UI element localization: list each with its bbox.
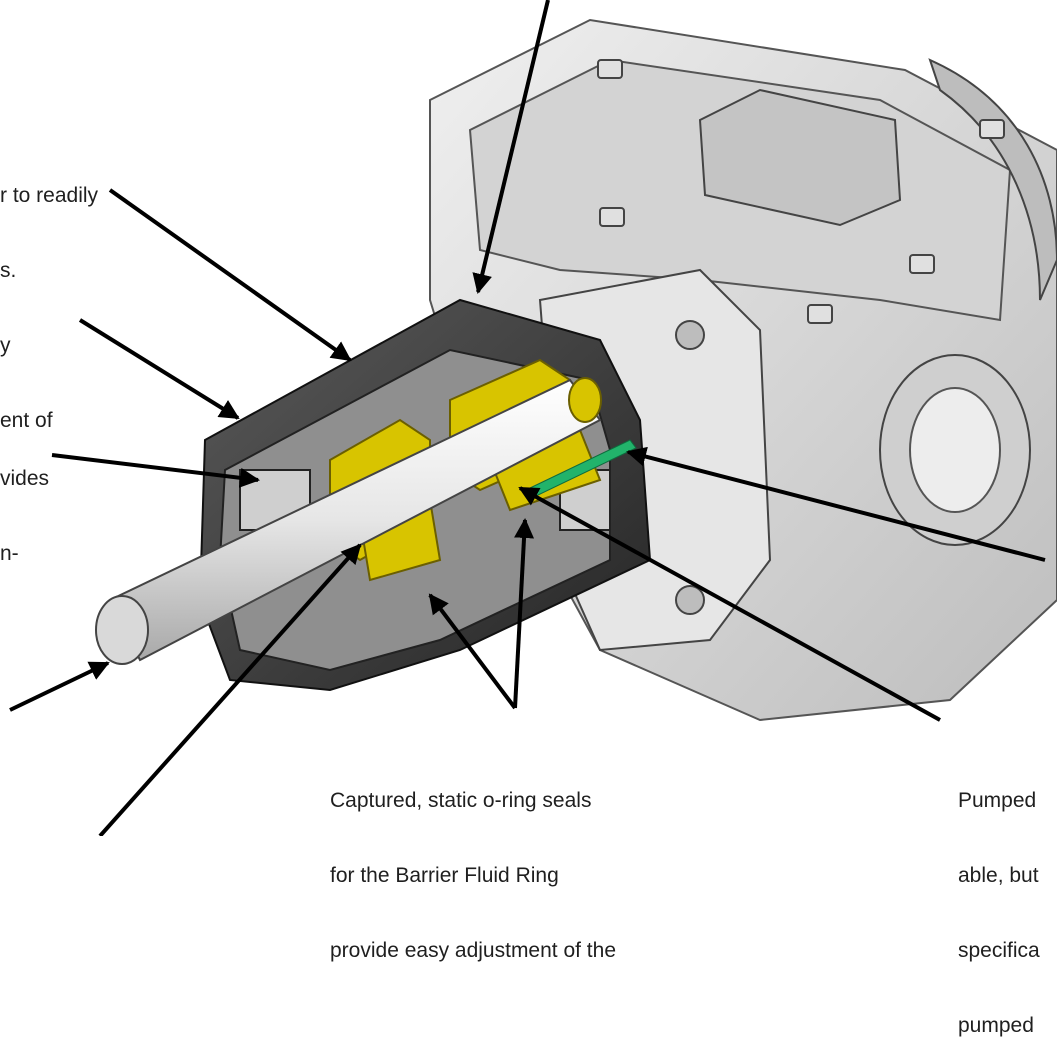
caption-line: r to readily [0, 184, 99, 207]
caption-line: provide easy adjustment of the [330, 939, 617, 962]
caption-line: pumped [958, 1014, 1034, 1037]
caption-top-left-2: y ent of [0, 283, 53, 458]
leader-arrows [9, 0, 1046, 836]
caption-line: n- [0, 542, 19, 565]
caption-line: y [0, 334, 11, 357]
caption-line: Pumped [958, 789, 1037, 812]
caption-top-left-1: r to readily s. [0, 133, 98, 308]
caption-line: specifica [958, 939, 1040, 962]
caption-line: Captured, static o-ring seals [330, 789, 592, 812]
pump-seal-cutaway-illustration [9, 0, 1057, 836]
pump-shaft [95, 377, 602, 665]
caption-line: for the Barrier Fluid Ring [330, 864, 559, 887]
caption-mid-left: vides n- [0, 416, 49, 591]
caption-line: vides [0, 467, 50, 490]
caption-line: s. [0, 259, 17, 282]
caption-line: ent of [0, 409, 53, 432]
caption-line: able, but [958, 864, 1039, 887]
